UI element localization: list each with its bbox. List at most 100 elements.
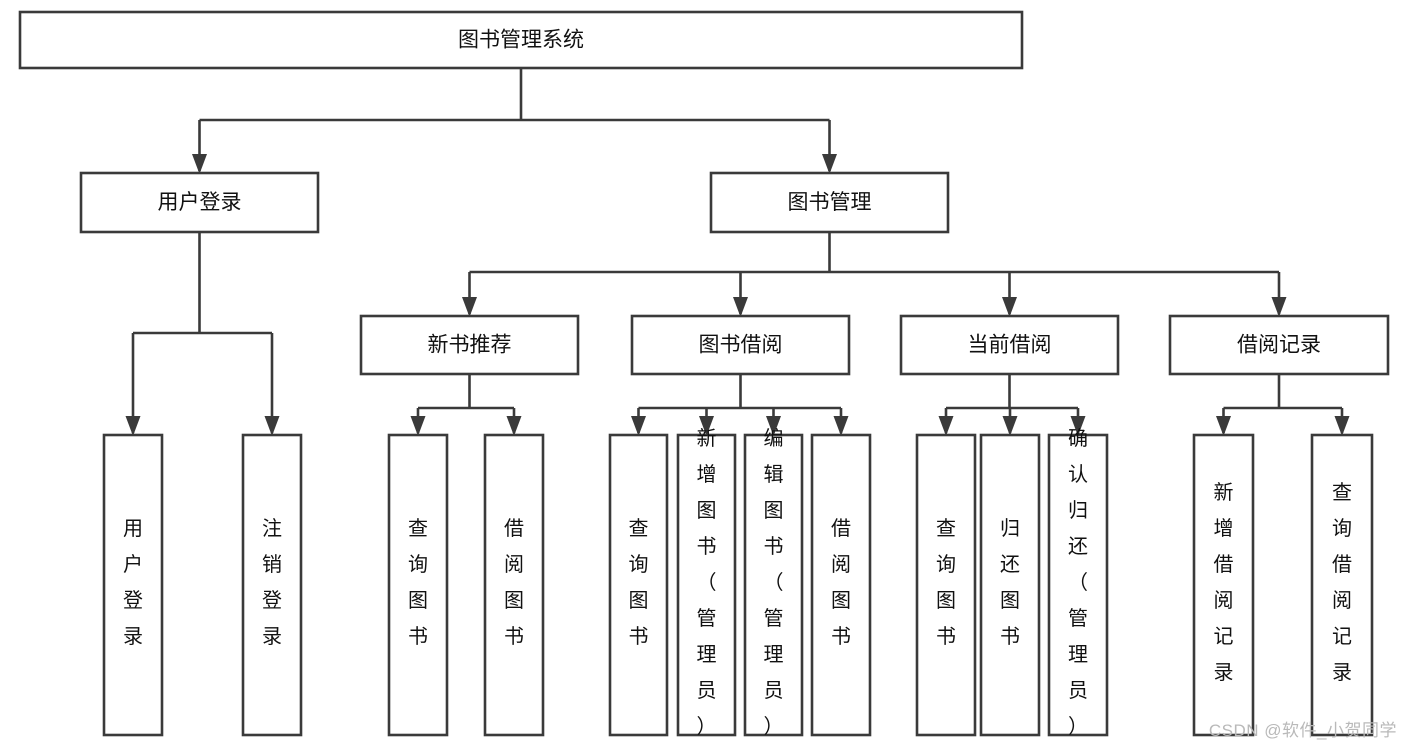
node-label-leaf-logout: 销 [262,553,282,576]
node-label-leaf-return-book: 图 [1000,590,1020,612]
node-box-leaf-query-book-borrow[interactable] [608,433,669,737]
node-label-leaf-borrow-book-rec: 图 [504,590,524,612]
node-label-leaf-add-book: ） [697,715,717,738]
node-label-leaf-query-book-borrow: 书 [629,625,649,648]
node-leaf-user-login[interactable]: 用户登录 [102,433,164,737]
node-box-leaf-add-record[interactable] [1192,433,1255,737]
node-box-leaf-confirm-return[interactable] [1047,433,1109,737]
node-label-leaf-return-book: 还 [1000,553,1020,576]
arrow-down-icon [766,416,781,436]
node-label-leaf-add-book: 书 [697,535,717,558]
node-label-leaf-add-book: 员 [697,680,717,702]
node-label-leaf-edit-book: 理 [764,644,784,666]
node-label-leaf-query-book-rec: 询 [408,553,428,576]
node-label-leaf-confirm-return: 理 [1068,644,1088,666]
node-box-leaf-borrow-book[interactable] [810,433,872,737]
node-book-manage[interactable]: 图书管理 [709,171,950,234]
node-label-leaf-edit-book: 编 [764,427,784,450]
node-box-leaf-borrow-book-rec[interactable] [483,433,545,737]
node-label-leaf-borrow-book-rec: 借 [504,517,524,540]
node-borrow-record[interactable]: 借阅记录 [1168,314,1390,376]
node-box-book-borrow[interactable] [630,314,851,376]
arrow-down-icon [410,416,426,436]
node-label-leaf-logout: 录 [262,626,282,648]
node-label-leaf-user-login: 户 [123,553,143,576]
node-label-borrow-record: 借阅记录 [1237,334,1321,357]
node-label-leaf-query-record: 录 [1332,662,1352,684]
node-user-login[interactable]: 用户登录 [79,171,320,234]
node-label-root: 图书管理系统 [458,29,584,52]
node-book-borrow[interactable]: 图书借阅 [630,314,851,376]
arrow-down-icon [699,416,714,436]
node-label-leaf-confirm-return: 确 [1068,427,1088,450]
node-root[interactable]: 图书管理系统 [18,10,1024,70]
node-new-book-recommend[interactable]: 新书推荐 [359,314,580,376]
node-box-leaf-edit-book[interactable] [743,433,804,737]
node-label-leaf-query-record: 查 [1332,481,1352,504]
node-label-leaf-confirm-return: 还 [1068,535,1088,558]
node-label-leaf-add-record: 记 [1214,625,1234,648]
node-label-leaf-query-book-rec: 图 [408,590,428,612]
node-label-book-manage: 图书管理 [788,191,872,214]
node-label-leaf-add-record: 增 [1214,517,1234,540]
node-box-current-borrow[interactable] [899,314,1120,376]
arrow-down-icon [462,297,477,317]
node-label-leaf-confirm-return: ） [1068,715,1088,738]
connector-layer [125,68,1350,436]
node-label-leaf-query-record: 阅 [1332,589,1352,612]
node-box-user-login[interactable] [79,171,320,234]
node-box-leaf-query-book-rec[interactable] [387,433,449,737]
node-box-leaf-query-book-current[interactable] [915,433,977,737]
node-label-leaf-borrow-book-rec: 阅 [504,553,524,576]
node-label-leaf-confirm-return: 员 [1068,680,1088,702]
node-label-leaf-borrow-book-rec: 书 [504,625,524,648]
node-box-root[interactable] [18,10,1024,70]
node-label-leaf-add-book: （ [697,571,717,594]
arrow-down-icon [1271,297,1287,317]
node-box-leaf-return-book[interactable] [979,433,1041,737]
node-label-leaf-edit-book: （ [764,571,784,594]
node-label-leaf-add-book: 理 [697,644,717,666]
node-label-leaf-query-book-rec: 查 [408,517,428,540]
node-label-leaf-query-record: 记 [1332,625,1352,648]
node-box-leaf-query-record[interactable] [1310,433,1374,737]
node-box-leaf-add-book[interactable] [676,433,737,737]
node-label-user-login: 用户登录 [158,191,242,214]
node-box-leaf-logout[interactable] [241,433,303,737]
arrow-down-icon [1070,416,1086,436]
node-label-leaf-edit-book: 管 [764,607,784,630]
node-layer: 图书管理系统用户登录图书管理新书推荐图书借阅当前借阅借阅记录用户登录注销登录查询… [18,10,1390,738]
node-label-leaf-confirm-return: 归 [1068,499,1088,522]
node-label-leaf-add-record: 阅 [1214,589,1234,612]
arrow-down-icon [833,416,849,436]
node-box-leaf-user-login[interactable] [102,433,164,737]
arrow-down-icon [1334,416,1350,436]
node-label-leaf-add-record: 录 [1214,662,1234,684]
node-box-borrow-record[interactable] [1168,314,1390,376]
node-label-leaf-return-book: 书 [1000,625,1020,648]
node-label-leaf-borrow-book: 借 [831,517,851,540]
node-label-leaf-query-book-borrow: 查 [629,517,649,540]
node-label-leaf-confirm-return: 管 [1068,607,1088,630]
node-label-leaf-user-login: 用 [123,518,143,540]
node-box-new-book-recommend[interactable] [359,314,580,376]
arrow-down-icon [506,416,522,436]
node-current-borrow[interactable]: 当前借阅 [899,314,1120,376]
node-box-book-manage[interactable] [709,171,950,234]
arrow-down-icon [631,416,646,436]
node-label-leaf-query-book-current: 图 [936,590,956,612]
